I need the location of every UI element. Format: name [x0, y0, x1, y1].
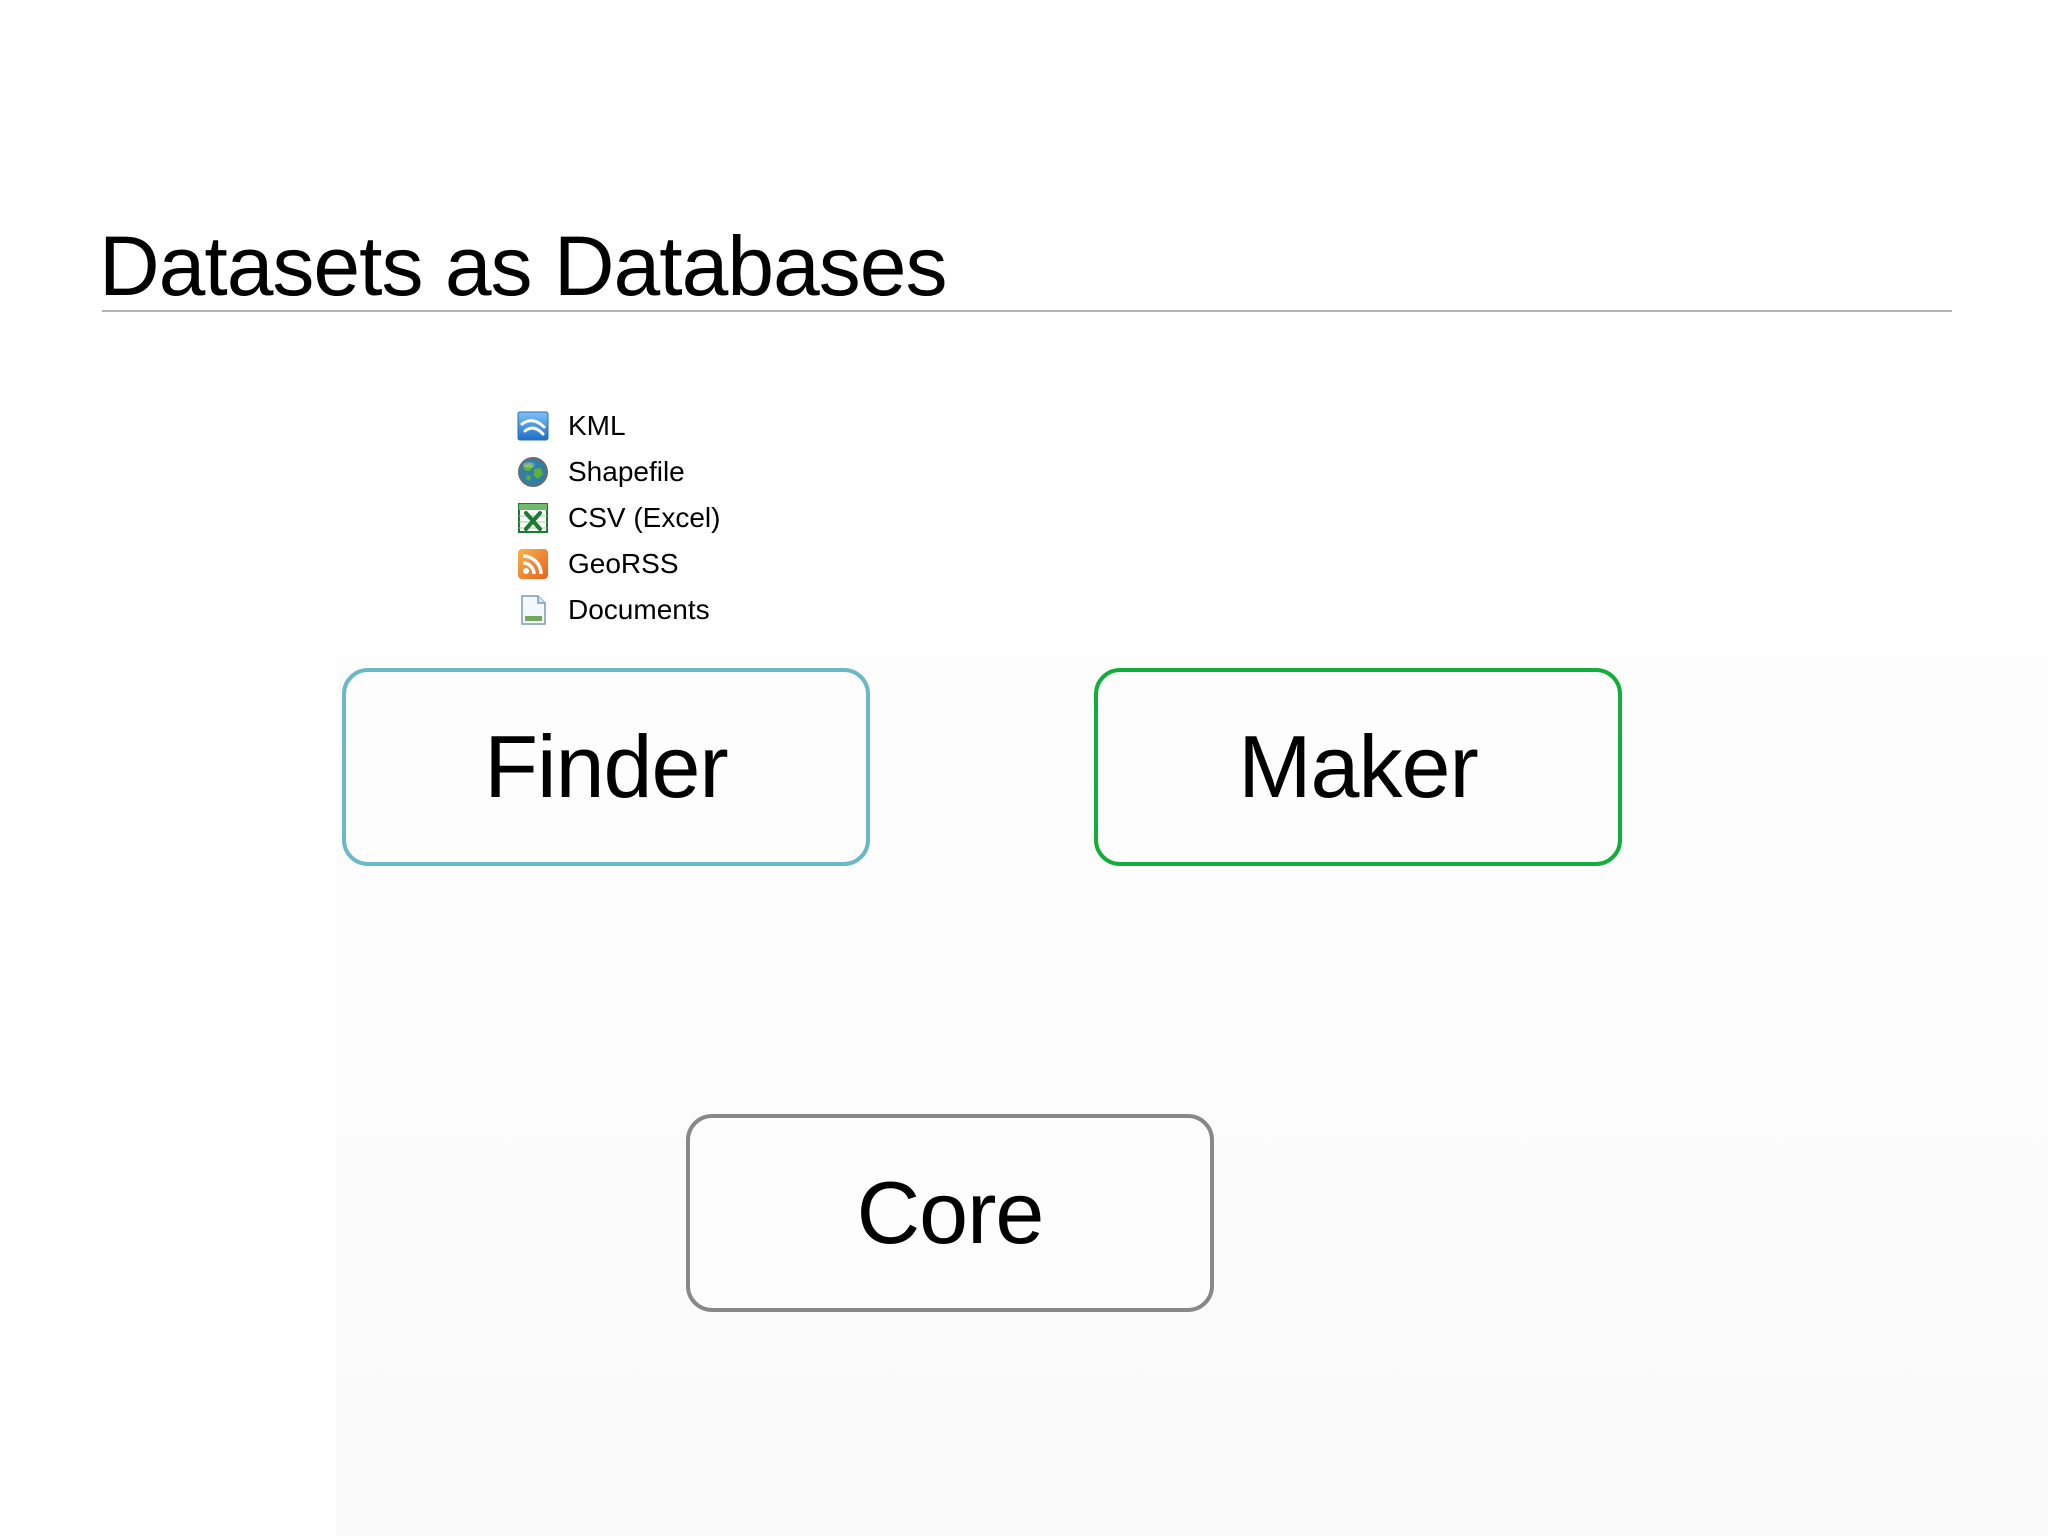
format-label: GeoRSS: [568, 548, 679, 579]
excel-icon: [517, 502, 549, 534]
document-icon: [517, 594, 549, 626]
kml-icon: [517, 410, 549, 442]
finder-label: Finder: [484, 717, 728, 816]
slide-title: Datasets as Databases: [99, 219, 947, 314]
format-item-csv: CSV (Excel): [517, 495, 720, 541]
core-box[interactable]: Core: [686, 1114, 1214, 1312]
globe-icon: [517, 456, 549, 488]
format-item-shapefile: Shapefile: [517, 449, 720, 495]
format-item-georss: GeoRSS: [517, 541, 720, 587]
finder-box[interactable]: Finder: [342, 668, 870, 866]
format-label: CSV (Excel): [568, 502, 721, 533]
maker-box[interactable]: Maker: [1094, 668, 1622, 866]
format-item-documents: Documents: [517, 587, 720, 633]
rss-icon: [517, 548, 549, 580]
maker-label: Maker: [1238, 717, 1478, 816]
format-item-kml: KML: [517, 403, 720, 449]
title-divider: [102, 310, 1952, 312]
format-label: Shapefile: [568, 456, 685, 487]
format-list: KML Shapefile CSV (Excel): [517, 403, 720, 633]
core-label: Core: [856, 1163, 1045, 1262]
format-label: Documents: [568, 594, 710, 625]
format-label: KML: [568, 410, 626, 441]
